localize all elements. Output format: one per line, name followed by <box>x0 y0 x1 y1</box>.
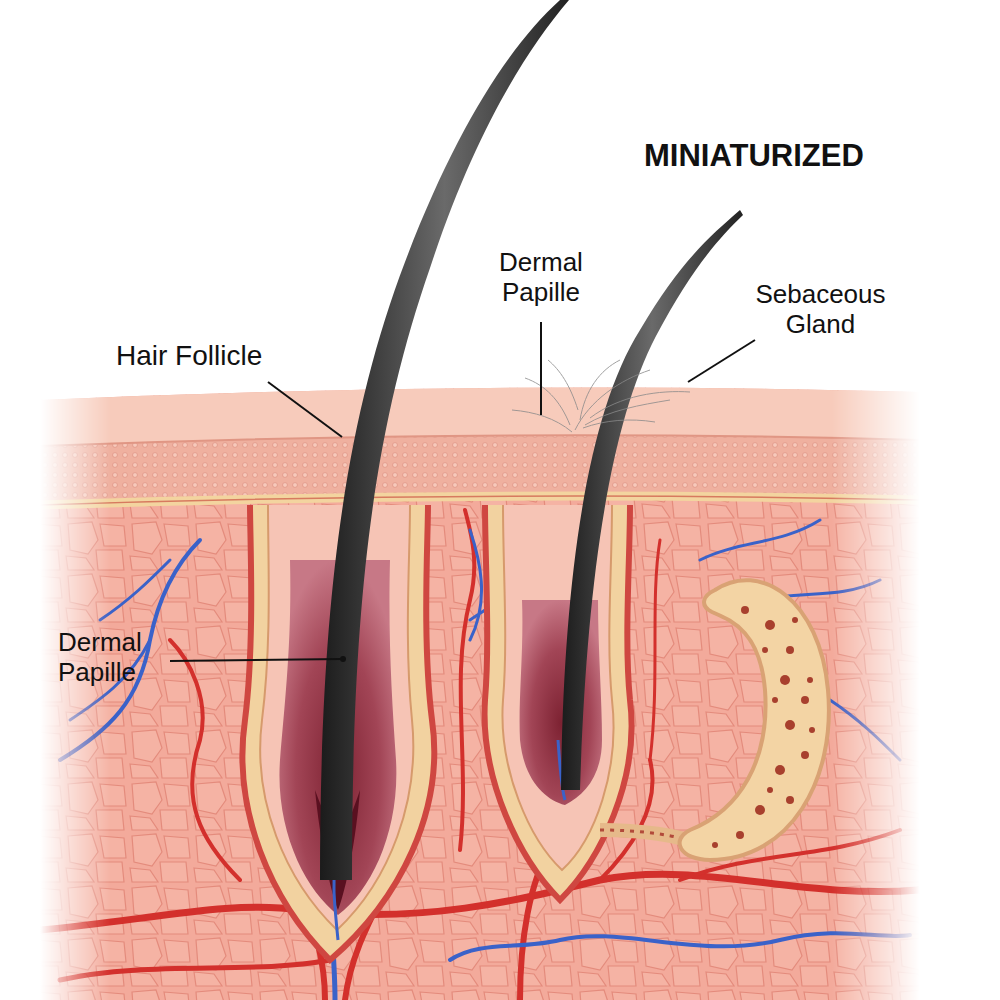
part-label: Dermal Papille <box>58 628 178 688</box>
skin-layers <box>40 388 920 1000</box>
blood-vessels <box>40 510 920 1000</box>
hair-follicle-small <box>485 505 632 900</box>
part-label: Hair Follicle <box>116 340 326 372</box>
leader-lines <box>170 322 755 661</box>
part-label: Dermal Papille <box>476 248 606 308</box>
part-label: Sebaceous Gland <box>728 280 913 340</box>
leader-dot <box>340 656 346 662</box>
part-label: MINIATURIZED <box>644 138 964 174</box>
sebaceous-gland <box>600 580 829 860</box>
hair-shafts <box>320 0 743 880</box>
